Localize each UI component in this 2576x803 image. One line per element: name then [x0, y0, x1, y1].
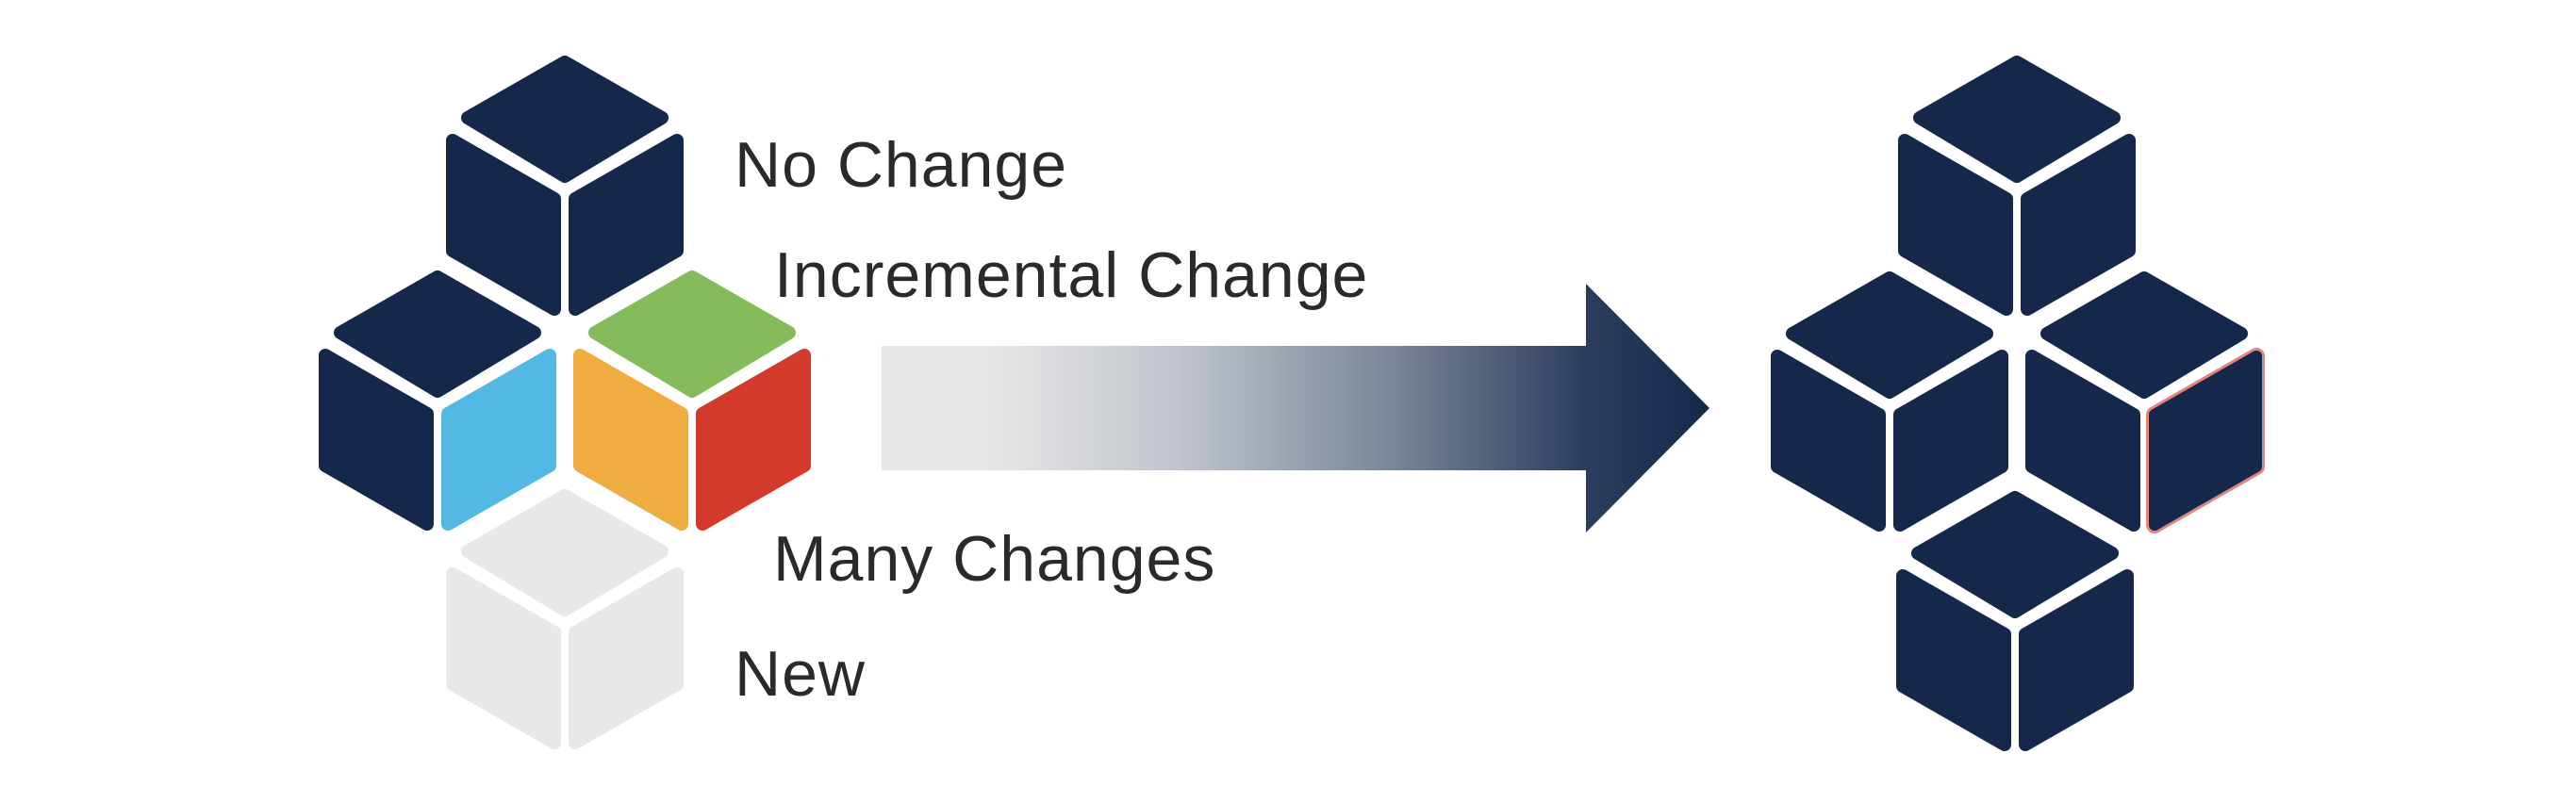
cube-top	[1898, 56, 2136, 316]
label-no-change: No Change	[735, 129, 1068, 201]
label-new: New	[735, 638, 867, 710]
cube-middle-right	[2025, 271, 2265, 533]
cube-right-face	[2021, 134, 2136, 316]
cube-middle-left	[1771, 271, 2008, 532]
cube-right-face	[1893, 350, 2008, 532]
label-many-changes: Many Changes	[773, 523, 1216, 595]
cube-right-face	[569, 567, 684, 749]
cube-left-face	[319, 349, 434, 531]
cube-top-face	[1911, 491, 2119, 618]
cube-bottom	[1896, 491, 2134, 751]
cube-top-face	[334, 270, 541, 398]
cube-left-face	[1771, 350, 1886, 532]
cube-middle-left	[319, 270, 556, 531]
cube-right-face	[2149, 351, 2262, 531]
cube-new	[446, 489, 684, 749]
cube-no-change-top	[446, 56, 684, 316]
right-cube-cluster	[1771, 56, 2265, 751]
cube-top-face	[2040, 271, 2248, 399]
cube-left-face	[446, 134, 561, 316]
cube-right-face	[696, 349, 811, 531]
cube-top-face	[588, 270, 796, 398]
cube-left-face	[2025, 350, 2140, 532]
cube-changes	[573, 270, 811, 531]
cube-left-face	[446, 567, 561, 749]
cube-top-face	[1786, 271, 1993, 399]
cube-right-face	[441, 349, 556, 531]
cube-left-face	[573, 349, 688, 531]
cube-right-face	[569, 134, 684, 316]
transition-arrow	[882, 284, 1709, 533]
cube-top-face	[461, 56, 669, 183]
cube-top-face	[461, 489, 669, 616]
cube-right-face	[2019, 569, 2134, 751]
cube-left-face	[1896, 569, 2011, 751]
cube-left-face	[1898, 134, 2013, 316]
cube-top-face	[1913, 56, 2121, 183]
left-cube-cluster	[319, 56, 811, 749]
label-incremental-change: Incremental Change	[774, 239, 1369, 311]
